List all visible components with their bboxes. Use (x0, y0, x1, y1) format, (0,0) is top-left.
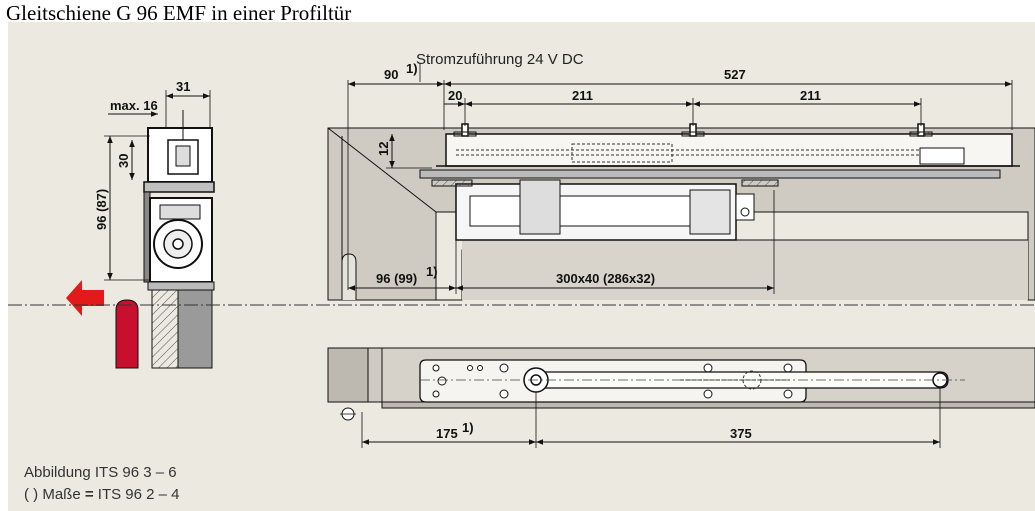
dim-300x40: 300x40 (286x32) (556, 271, 655, 286)
direction-arrow-icon (66, 280, 104, 316)
dim-527: 527 (724, 67, 746, 82)
front-view (8, 64, 1035, 306)
caption-dimensions-model: ITS 96 2 – 4 (93, 486, 180, 503)
dim-96-87: 96 (87) (94, 189, 109, 230)
dim-96-99: 96 (99) (376, 271, 417, 286)
caption-equals: = (84, 486, 94, 503)
plan-view (327, 347, 1035, 448)
dim-30: 30 (116, 154, 131, 168)
dim-175: 175 (436, 426, 458, 441)
caption-dimensions-prefix: ( ) Maße (24, 486, 85, 503)
footnote-mark-175: 1) (462, 420, 474, 435)
footnote-mark-90: 1) (406, 61, 418, 76)
dim-12: 12 (376, 142, 391, 156)
caption-figure: Abbildung ITS 96 3 – 6 (24, 464, 177, 481)
page-title: Gleitschiene G 96 EMF in einer Profiltür (6, 1, 352, 25)
cross-section-view (66, 90, 215, 369)
dim-31: 31 (176, 79, 190, 94)
caption-dimensions: ( ) Maße = ITS 96 2 – 4 (24, 486, 180, 503)
footnote-mark-96: 1) (426, 264, 438, 279)
dim-375: 375 (730, 426, 752, 441)
power-supply-label: Stromzuführung 24 V DC (416, 51, 584, 68)
dim-211-right: 211 (800, 88, 821, 103)
dim-211-left: 211 (572, 88, 593, 103)
dim-max-16: max. 16 (110, 98, 158, 113)
dim-90: 90 (384, 67, 398, 82)
dim-20: 20 (448, 88, 462, 103)
